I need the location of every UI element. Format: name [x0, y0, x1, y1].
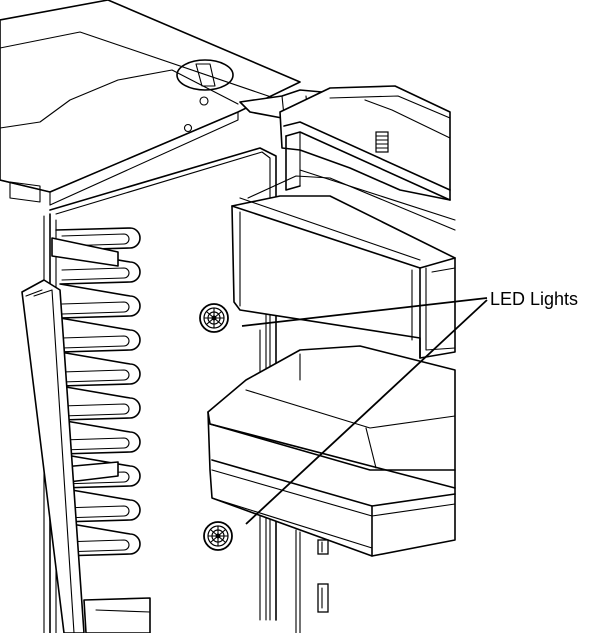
lower-door-bin: [207, 345, 456, 557]
callout-label: LED Lights: [490, 289, 578, 309]
door-gasket: [21, 279, 151, 634]
cabinet-top: [0, 0, 301, 206]
vent-grille: [375, 131, 389, 153]
bin-clips: [295, 529, 329, 634]
led-light-upper: [199, 303, 229, 333]
callout-leaders: [241, 297, 488, 525]
led-light-lower: [203, 521, 233, 551]
upper-door-bin: [231, 169, 456, 359]
door-frame: [279, 85, 451, 201]
